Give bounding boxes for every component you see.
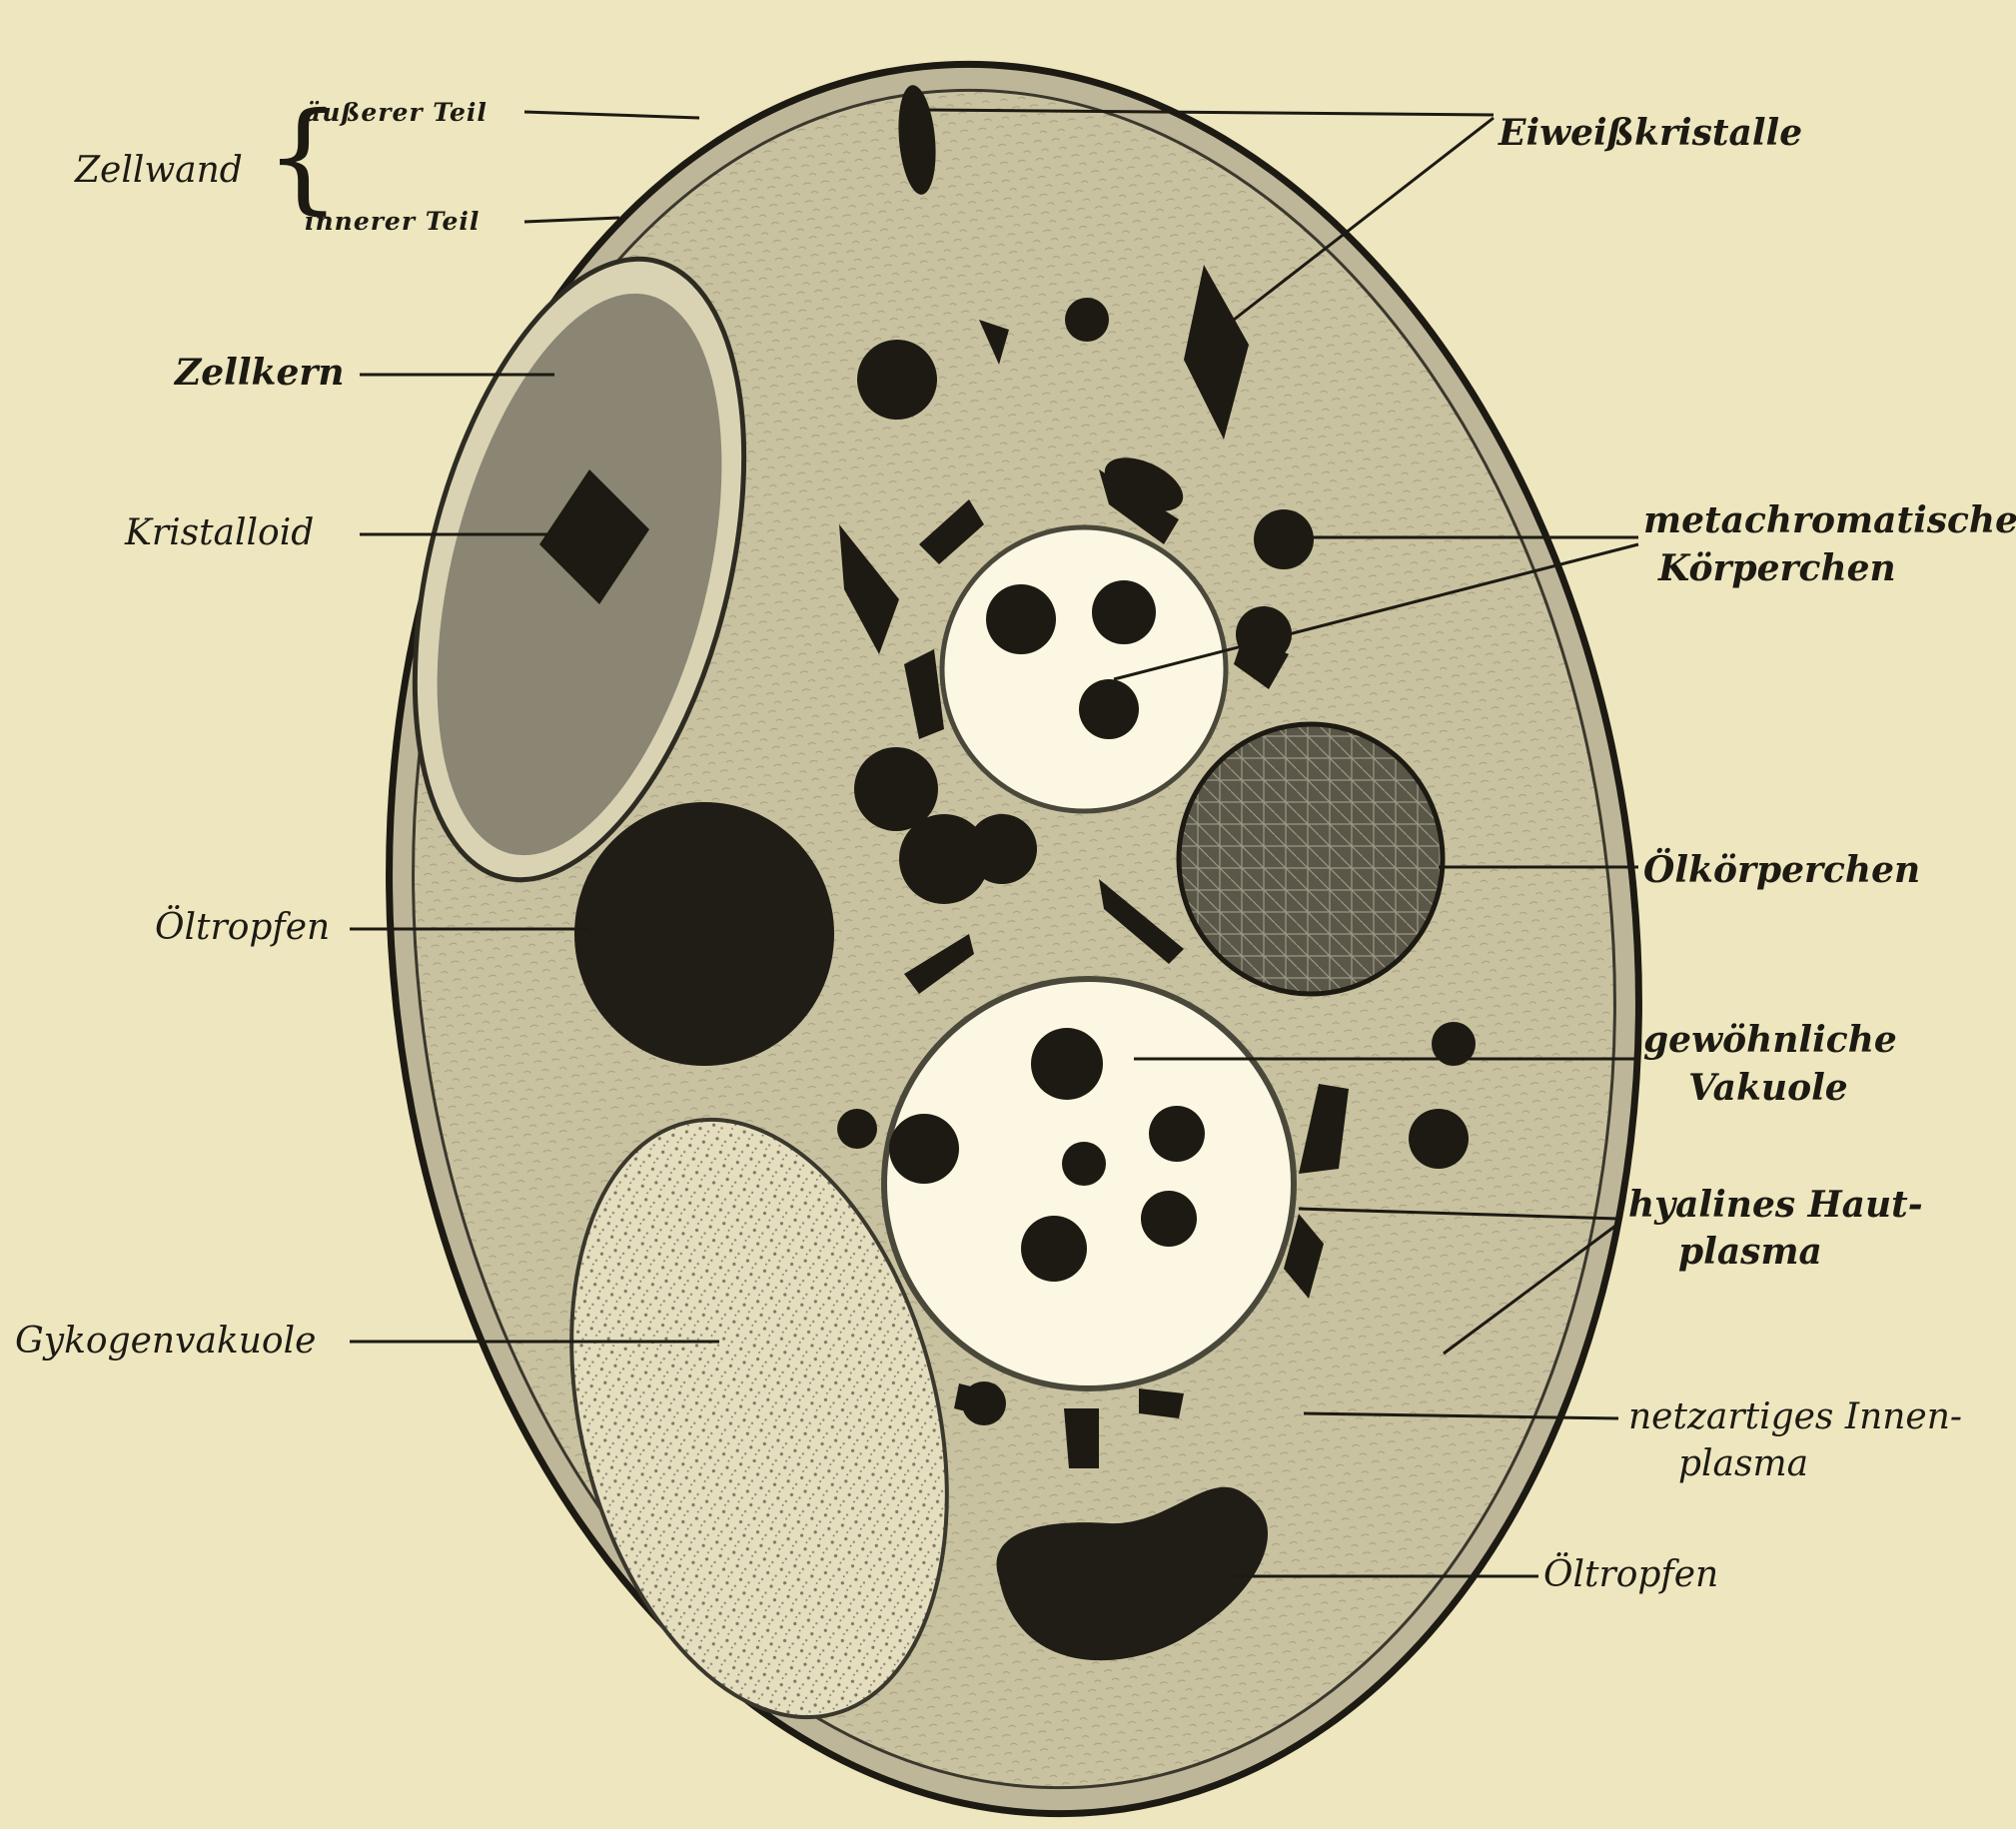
metachromatic-body (889, 1114, 959, 1184)
metachromatic-body (1141, 1191, 1197, 1247)
leader-innerer-teil (524, 218, 619, 222)
label-aeusserer-teil: äußerer Teil (305, 98, 488, 127)
label-gykogenvakuole: Gykogenvakuole (15, 1321, 316, 1362)
label-innerer-teil: innerer Teil (305, 207, 480, 236)
granule (962, 1381, 1006, 1425)
label-hyalines: hyalines Haut- (1628, 1184, 1923, 1226)
label-zellwand: Zellwand (75, 150, 243, 191)
vacuole-lower (884, 979, 1294, 1388)
oil-body (1179, 724, 1443, 994)
label-kristalloid: Kristalloid (125, 512, 314, 553)
granule (1254, 509, 1314, 569)
metachromatic-body (1149, 1106, 1205, 1162)
metachromatic-body (1021, 1216, 1087, 1282)
label-netzartiges: netzartiges Innen- (1628, 1396, 1962, 1437)
granule (1409, 1109, 1469, 1169)
label-vakuole: Vakuole (1688, 1067, 1848, 1109)
label-eiweisskristalle: Eiweißkristalle (1499, 112, 1802, 154)
metachromatic-body (1079, 679, 1139, 739)
granule (837, 1109, 877, 1149)
label-koerperchen: Körperchen (1658, 547, 1896, 589)
granule (1065, 298, 1109, 342)
metachromatic-body (1062, 1142, 1106, 1186)
label-oeltropfen-left: Öltropfen (155, 907, 330, 948)
label-oelkoerperchen: Ölkörperchen (1643, 849, 1920, 891)
label-innenplasma: plasma (1678, 1443, 1808, 1484)
vacuole-upper-body (942, 527, 1226, 811)
label-metachromatische: metachromatische (1643, 499, 2016, 541)
metachromatic-body (1031, 1028, 1103, 1100)
metachromatic-body (986, 584, 1056, 654)
label-oeltropfen-right: Öltropfen (1543, 1554, 1718, 1595)
oil-drop-left (574, 802, 834, 1066)
label-gewoehnliche: gewöhnliche (1643, 1019, 1897, 1061)
label-zellkern: Zellkern (175, 352, 345, 394)
metachromatic-body (1092, 580, 1156, 644)
label-hautplasma: plasma (1678, 1231, 1822, 1273)
leader-aeusserer-teil (524, 112, 699, 118)
granule (967, 814, 1037, 884)
vacuole-upper (942, 527, 1226, 811)
protein-crystal (1139, 1388, 1184, 1418)
granule (857, 340, 937, 420)
protein-crystal (1064, 1408, 1099, 1468)
